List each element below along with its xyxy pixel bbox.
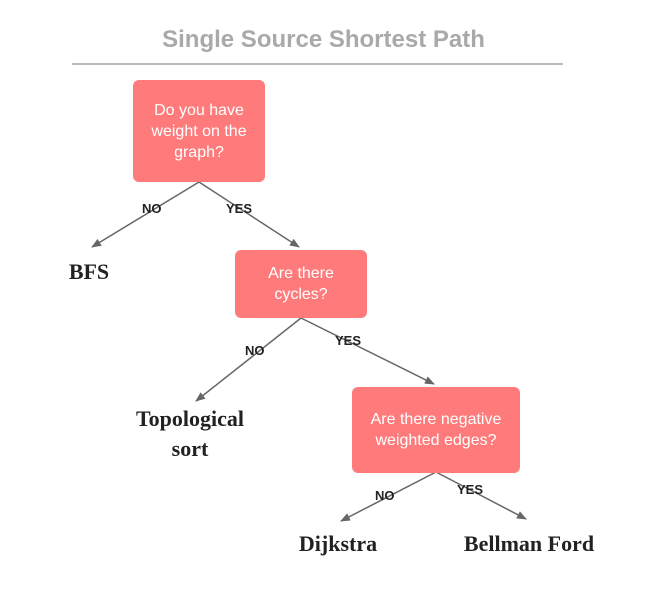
diagram-title: Single Source Shortest Path	[162, 26, 485, 53]
outcome-bellman-ford: Bellman Ford	[463, 531, 595, 556]
edge-label-q2-no: NO	[245, 343, 265, 358]
edge-q1-yes	[198, 181, 300, 248]
edge-q2-no	[195, 317, 302, 402]
edge-q3-no	[340, 471, 437, 522]
question-node-cycles: Are there cycles?	[235, 250, 367, 318]
outcome-dijkstra: Dijkstra	[298, 531, 378, 556]
question-node-negative-edges: Are there negative weighted edges?	[352, 387, 520, 473]
edge-q2-yes	[300, 317, 435, 385]
edge-label-q3-yes: YES	[457, 482, 484, 497]
outcome-bfs: BFS	[68, 259, 110, 284]
edge-label-q3-no: NO	[375, 488, 395, 503]
title-divider	[72, 63, 563, 65]
question-node-weight: Do you have weight on the graph?	[133, 80, 265, 182]
edge-q1-no	[91, 181, 200, 248]
edge-label-q1-no: NO	[142, 201, 162, 216]
edge-label-q2-yes: YES	[335, 333, 362, 348]
outcome-topological-sort: Topological sort	[136, 406, 244, 461]
edge-q3-yes	[435, 471, 527, 520]
edge-label-q1-yes: YES	[226, 201, 253, 216]
